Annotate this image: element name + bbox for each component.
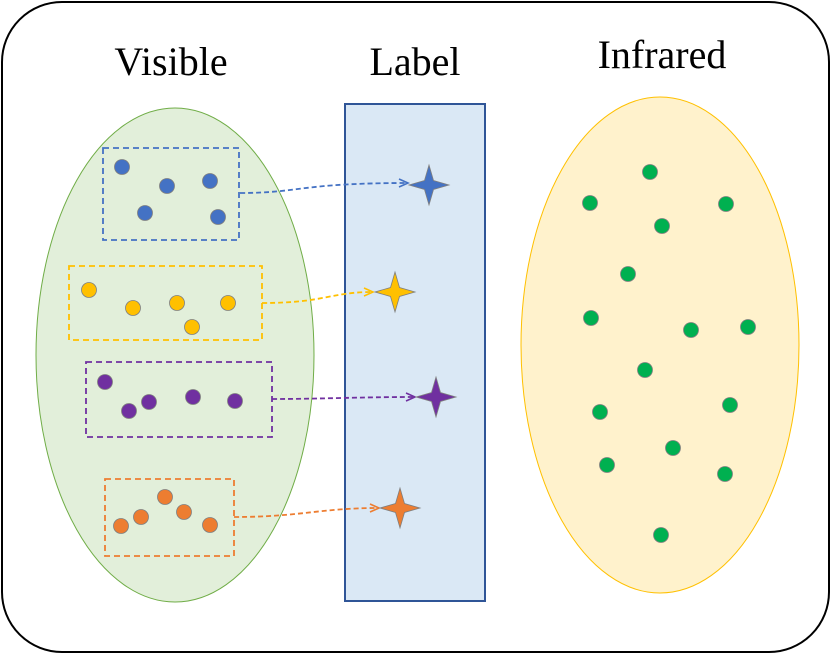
infrared-dot	[582, 195, 598, 211]
infrared-dot	[722, 397, 738, 413]
yellow-dot	[169, 295, 185, 311]
infrared-dot	[583, 310, 599, 326]
purple-dot	[185, 389, 201, 405]
purple-dot	[141, 394, 157, 410]
purple-label-star	[414, 375, 458, 419]
infrared-dot	[717, 466, 733, 482]
yellow-dot	[125, 300, 141, 316]
orange-dot	[133, 509, 149, 525]
infrared-dot	[637, 362, 653, 378]
infrared-region	[520, 96, 800, 594]
infrared-dot	[718, 196, 734, 212]
blue-dot	[137, 205, 153, 221]
blue-dot	[202, 173, 218, 189]
purple-class-group	[85, 361, 458, 438]
infrared-dot	[740, 319, 756, 335]
yellow-class-group	[68, 265, 417, 341]
infrared-dot	[642, 164, 658, 180]
orange-dot	[113, 518, 129, 534]
blue-arrow	[239, 178, 410, 194]
yellow-dot	[81, 282, 97, 298]
yellow-dot	[184, 319, 200, 335]
purple-dot	[227, 393, 243, 409]
orange-cluster-box	[104, 478, 235, 557]
infrared-dot	[599, 457, 615, 473]
visible-region	[35, 107, 315, 603]
purple-dot	[97, 374, 113, 390]
orange-arrow	[233, 503, 381, 518]
visible-heading: Visible	[114, 39, 227, 84]
orange-class-group	[104, 478, 422, 557]
orange-label-star	[378, 486, 422, 530]
orange-dot	[202, 517, 218, 533]
infrared-heading: Infrared	[598, 32, 727, 77]
label-heading: Label	[369, 39, 460, 84]
yellow-label-star	[373, 270, 417, 314]
purple-arrow	[271, 392, 417, 402]
infrared-dots	[582, 164, 756, 543]
purple-cluster-box	[85, 361, 273, 438]
blue-class-group	[102, 147, 451, 241]
blue-dot	[159, 178, 175, 194]
label-region	[344, 103, 486, 602]
infrared-dot	[592, 404, 608, 420]
blue-dot	[114, 159, 130, 175]
orange-dot	[176, 504, 192, 520]
infrared-dot	[683, 322, 699, 338]
orange-dot	[157, 489, 173, 505]
blue-cluster-box	[102, 147, 240, 241]
infrared-dot	[665, 440, 681, 456]
blue-dot	[210, 209, 226, 225]
purple-dot	[121, 403, 137, 419]
infrared-dot	[620, 266, 636, 282]
blue-label-star	[407, 163, 451, 207]
infrared-dot	[653, 527, 669, 543]
yellow-dot	[220, 295, 236, 311]
yellow-arrow	[261, 287, 375, 304]
infrared-dot	[654, 218, 670, 234]
